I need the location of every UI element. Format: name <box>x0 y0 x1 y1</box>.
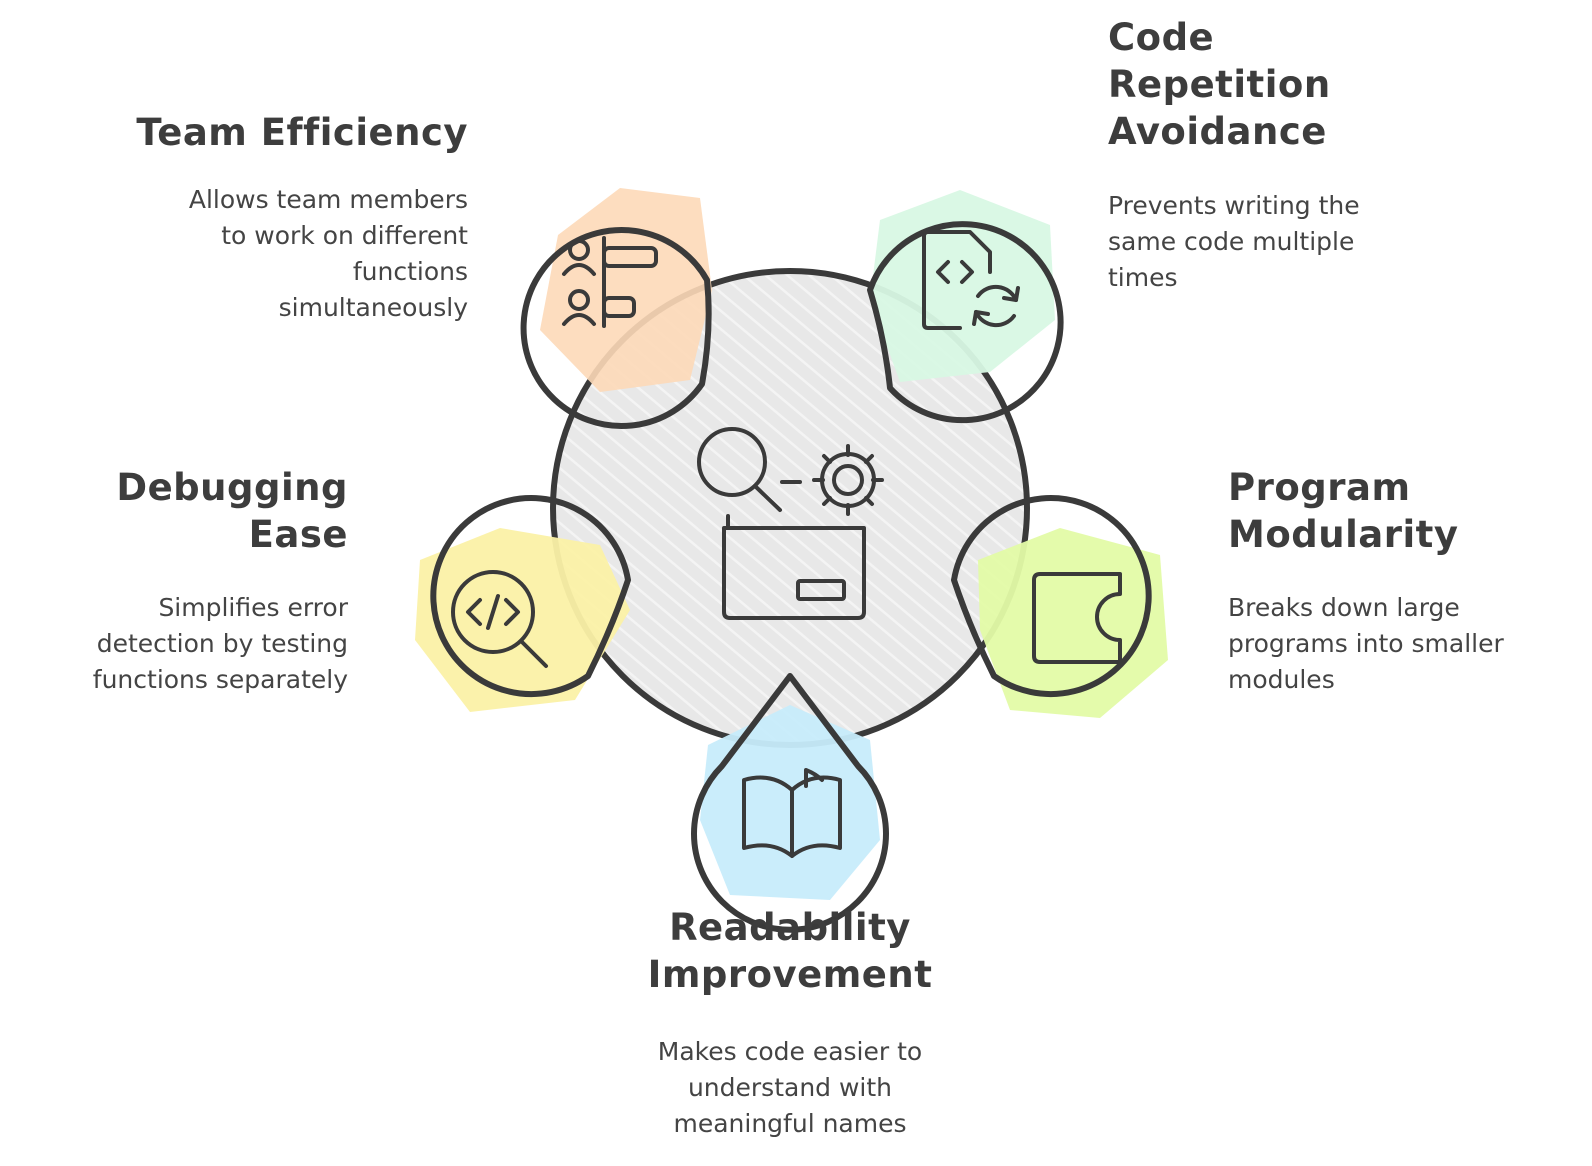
code-repetition-avoidance-title-line: Avoidance <box>1108 110 1327 153</box>
team-efficiency-desc-line: Allows team members <box>188 185 468 214</box>
code-repetition-avoidance-title-line: Repetition <box>1108 63 1331 106</box>
module-block-icon <box>1032 572 1122 664</box>
code-search-icon <box>451 570 548 668</box>
team-efficiency-node <box>520 188 712 429</box>
team-efficiency-title-line: Team Efficiency <box>136 111 468 154</box>
readability-improvement-description: Makes code easier to understand with mea… <box>580 1034 1000 1142</box>
code-repetition-avoidance-description: Prevents writing the same code multiple … <box>1108 188 1548 296</box>
readability-improvement-node <box>691 673 889 933</box>
program-modularity-desc-line: modules <box>1228 665 1335 694</box>
code-repetition-avoidance-desc-line: times <box>1108 263 1178 292</box>
team-efficiency-title: Team Efficiency <box>68 109 468 156</box>
debugging-ease-title: Debugging Ease <box>28 464 348 558</box>
debugging-ease-desc-line: Simplifies error <box>158 593 348 622</box>
program-modularity-title-line: Modularity <box>1228 513 1459 556</box>
open-book-icon <box>742 768 842 858</box>
readability-improvement-title: Readability Improvement <box>590 904 990 998</box>
code-repetition-avoidance-title-line: Code <box>1108 16 1215 59</box>
program-modularity-desc-line: programs into smaller <box>1228 629 1504 658</box>
code-repetition-avoidance-title: Code Repetition Avoidance <box>1108 14 1508 155</box>
program-modularity-node <box>951 495 1168 718</box>
team-efficiency-desc-line: to work on different <box>221 221 468 250</box>
central-hub <box>550 268 1030 748</box>
readability-improvement-desc-line: Makes code easier to <box>657 1037 923 1066</box>
debugging-ease-title-line: Debugging <box>116 466 348 509</box>
readability-improvement-title-line: Improvement <box>647 953 933 996</box>
program-modularity-title-line: Program <box>1228 466 1411 509</box>
code-repetition-avoidance-node <box>867 190 1064 424</box>
program-modularity-desc-line: Breaks down large <box>1228 593 1460 622</box>
program-modularity-description: Breaks down large programs into smaller … <box>1228 590 1588 698</box>
team-efficiency-description: Allows team members to work on different… <box>48 182 468 326</box>
code-repetition-avoidance-desc-line: Prevents writing the <box>1108 191 1360 220</box>
team-efficiency-desc-line: functions <box>352 257 468 286</box>
debugging-ease-description: Simplifies error detection by testing fu… <box>8 590 348 698</box>
debugging-ease-desc-line: functions separately <box>92 665 348 694</box>
debugging-ease-desc-line: detection by testing <box>96 629 348 658</box>
debugging-ease-node <box>415 495 631 712</box>
team-efficiency-desc-line: simultaneously <box>278 293 468 322</box>
team-assignment-icon <box>562 236 658 328</box>
code-repetition-avoidance-desc-line: same code multiple <box>1108 227 1355 256</box>
code-file-refresh-icon <box>922 230 1020 330</box>
program-modularity-title: Program Modularity <box>1228 464 1568 558</box>
readability-improvement-desc-line: understand with <box>687 1073 893 1102</box>
debugging-ease-title-line: Ease <box>248 513 348 556</box>
readability-improvement-title-line: Readability <box>669 906 911 949</box>
readability-improvement-desc-line: meaningful names <box>673 1109 907 1138</box>
search-gear-monitor-icon <box>697 427 884 620</box>
